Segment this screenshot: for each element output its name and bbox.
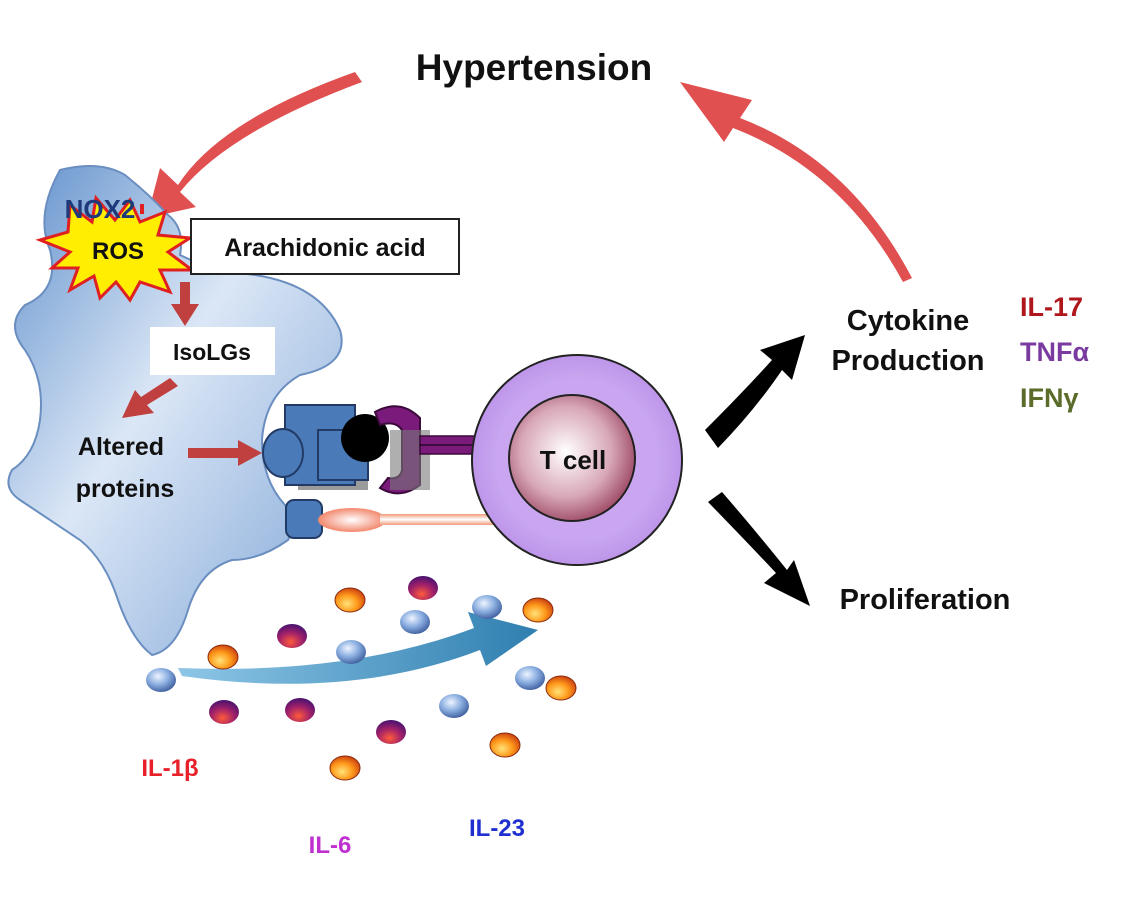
ros-label: ROS bbox=[92, 238, 144, 265]
t-cell-nucleus bbox=[508, 394, 636, 522]
cycle-arrow-to-hypertension bbox=[680, 82, 912, 282]
ros-burst-icon bbox=[35, 194, 197, 303]
nox2-accent bbox=[140, 204, 144, 214]
arrow-to-proliferation bbox=[708, 492, 810, 606]
cytokine-production-line1: Cytokine bbox=[847, 305, 969, 337]
il23-label: IL-23 bbox=[469, 815, 525, 842]
ifng-label: IFNγ bbox=[1020, 383, 1079, 413]
arachidonic-acid-box bbox=[190, 218, 460, 275]
cycle-arrow-to-ros bbox=[147, 72, 362, 218]
isolgs-box bbox=[150, 327, 275, 375]
cytokine-production-line2: Production bbox=[831, 345, 984, 377]
cytokine-flow-arrow bbox=[178, 612, 538, 684]
antigen-icon bbox=[341, 414, 389, 462]
arrow-altered-to-mhc bbox=[188, 440, 262, 466]
altered-proteins-line2: proteins bbox=[76, 475, 175, 503]
arrow-to-cytokine-production bbox=[705, 335, 805, 448]
tnfa-label: TNFα bbox=[1020, 337, 1089, 367]
hypertension-label: Hypertension bbox=[416, 47, 652, 88]
cytokine-particles bbox=[146, 576, 577, 781]
costimulatory-complex bbox=[285, 499, 502, 539]
il6-label: IL-6 bbox=[309, 832, 352, 859]
il17-label: IL-17 bbox=[1020, 292, 1083, 322]
isolgs-label: IsoLGs bbox=[173, 339, 251, 365]
nox2-label: NOX2 bbox=[65, 194, 136, 224]
t-cell-label: T cell bbox=[540, 445, 606, 475]
mhc-tcr-complex bbox=[262, 404, 501, 495]
altered-proteins-line1: Altered bbox=[78, 433, 164, 461]
proliferation-label: Proliferation bbox=[840, 584, 1011, 616]
arachidonic-acid-label: Arachidonic acid bbox=[224, 234, 425, 262]
arrow-ros-to-isolgs bbox=[171, 282, 199, 326]
il1b-label: IL-1β bbox=[141, 755, 198, 782]
arrow-isolgs-to-altered bbox=[122, 378, 178, 418]
